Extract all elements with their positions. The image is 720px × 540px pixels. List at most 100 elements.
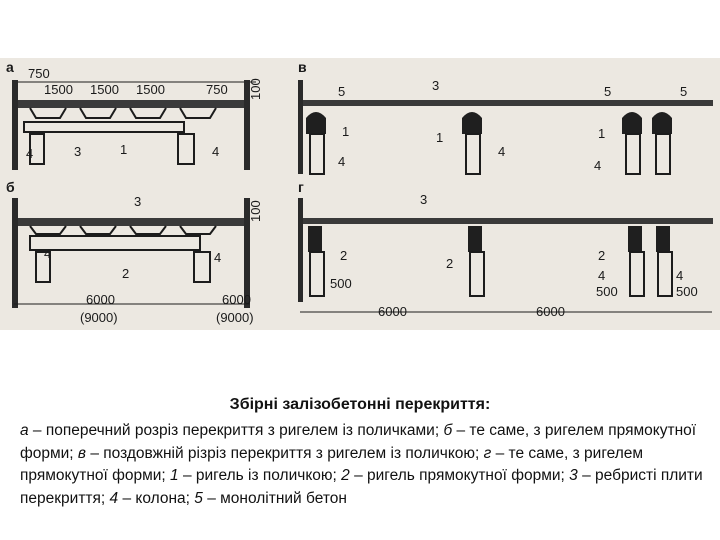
callout-a-4-left: 4 (26, 146, 33, 161)
dim-a-1500-2: 1500 (90, 82, 119, 97)
panel-g-letter: г (298, 179, 304, 195)
caption-title: Збірні залізобетонні перекриття: (229, 396, 491, 413)
ribs-b (29, 225, 217, 235)
caption-text-v: – поздовжній різріз перекриття з ригелем… (86, 444, 484, 462)
panel-a-letter: а (6, 59, 14, 75)
caption-key-b: б (443, 422, 453, 439)
floor-sections-figure: а 750 1500 1500 1500 750 100 4 3 1 4 б 1… (0, 58, 720, 330)
wall-a-left (12, 80, 18, 170)
callout-b-4-right: 4 (214, 250, 221, 265)
callout-v-1-left: 1 (342, 124, 349, 139)
caption-key-v: в (77, 444, 87, 462)
callout-v-5-right: 5 (680, 84, 687, 99)
beam-g-3 (628, 226, 642, 252)
span-b-left-alt: (9000) (80, 310, 118, 325)
dim-a-750-left: 750 (28, 66, 50, 81)
column-a-right (177, 133, 195, 165)
callout-v-4-right: 4 (594, 158, 601, 173)
wall-b-left (12, 198, 18, 308)
column-v-4 (655, 133, 671, 175)
beam-b (29, 235, 201, 251)
slab-v (303, 100, 713, 106)
wall-v-left (298, 80, 303, 174)
caption-text-1: – ригель із поличкою; (178, 467, 342, 484)
callout-v-1-right: 1 (598, 126, 605, 141)
span-g-right: 6000 (536, 304, 565, 319)
wall-a-right (244, 80, 250, 170)
caption-text-4: – колона; (118, 489, 195, 507)
column-b-left (35, 251, 51, 283)
beam-g-1 (308, 226, 322, 252)
callout-g-500-left: 500 (330, 276, 352, 291)
callout-a-3: 3 (74, 144, 81, 159)
column-g-1 (309, 251, 325, 297)
callout-g-500-mid: 500 (596, 284, 618, 299)
panel-b-letter: б (6, 179, 15, 195)
callout-g-500-right: 500 (676, 284, 698, 299)
callout-v-1-mid: 1 (436, 130, 443, 145)
callout-v-4-left: 4 (338, 154, 345, 169)
caption-body: а – поперечний розріз перекриття з ригел… (20, 420, 705, 510)
caption-key-3: 3 (569, 467, 578, 484)
dim-b-100: 100 (248, 200, 263, 222)
dim-a-750-right: 750 (206, 82, 228, 97)
caption-text-5: – монолітний бетон (202, 489, 347, 507)
callout-v-5-left: 5 (338, 84, 345, 99)
panel-g: г 3 2 2 2 4 500 4 500 500 6000 6000 (298, 179, 713, 319)
column-g-2 (469, 251, 485, 297)
panel-v: в 5 3 5 5 1 1 1 4 4 4 (298, 59, 713, 175)
beam-g-4 (656, 226, 670, 252)
callout-a-1: 1 (120, 142, 127, 157)
beam-g-2 (468, 226, 482, 252)
panel-v-letter: в (298, 59, 307, 75)
caption-text-a: – поперечний розріз перекриття з ригелем… (28, 422, 444, 439)
span-b-left: 6000 (86, 292, 115, 307)
panel-a: а 750 1500 1500 1500 750 100 4 3 1 4 (6, 59, 263, 170)
caption-text-g: – те саме, з ригелем прямокутної форми; (20, 444, 644, 485)
dim-a-1500-1: 1500 (44, 82, 73, 97)
callout-b-2: 2 (122, 266, 129, 281)
callout-g-3: 3 (420, 192, 427, 207)
caption-key-2: 2 (341, 467, 350, 484)
panel-b: б 100 3 4 2 4 6000 (9000) 6000 (9000) (6, 179, 263, 325)
column-g-3 (629, 251, 645, 297)
wall-g-left (298, 198, 303, 302)
caption-key-1: 1 (170, 467, 179, 484)
dim-a-100: 100 (248, 78, 263, 100)
slab-g (303, 218, 713, 224)
wall-b-right (244, 198, 250, 308)
callout-g-2-right: 2 (598, 248, 605, 263)
caption-key-g: г (483, 444, 492, 462)
callout-b-4-left: 4 (44, 246, 51, 261)
ribs-a (29, 107, 217, 119)
span-b-right-alt: (9000) (216, 310, 254, 325)
span-g-left: 6000 (378, 304, 407, 319)
caption-text-2: – ригель прямокутної форми; (349, 467, 570, 484)
caption-key-4: 4 (109, 489, 119, 507)
caption-text-b: – те саме, з ригелем прямокутної форми; (20, 422, 697, 462)
dim-a-1500-3: 1500 (136, 82, 165, 97)
callout-g-4: 4 (598, 268, 605, 283)
caption-text-3: – ребристі плити перекриття; (20, 467, 703, 507)
caption-key-5: 5 (194, 489, 203, 507)
slab-a (18, 100, 244, 108)
callout-g-2-mid: 2 (446, 256, 453, 271)
column-v-2 (465, 133, 481, 175)
beam-v-3 (622, 112, 642, 134)
beam-v-4 (652, 112, 672, 134)
callout-v-4-mid: 4 (498, 144, 505, 159)
callout-a-4-right: 4 (212, 144, 219, 159)
callout-v-3: 3 (432, 78, 439, 93)
callout-v-5-mid: 5 (604, 84, 611, 99)
span-b-right: 6000 (222, 292, 251, 307)
column-v-1 (309, 133, 325, 175)
column-a-left (29, 133, 45, 165)
column-g-4 (657, 251, 673, 297)
slab-b (18, 218, 244, 226)
caption-key-a: а (20, 422, 29, 439)
callout-g-2-left: 2 (340, 248, 347, 263)
column-b-right (193, 251, 211, 283)
callout-g-4-right: 4 (676, 268, 683, 283)
beam-v-2 (462, 112, 482, 134)
beam-v-1 (306, 112, 326, 134)
